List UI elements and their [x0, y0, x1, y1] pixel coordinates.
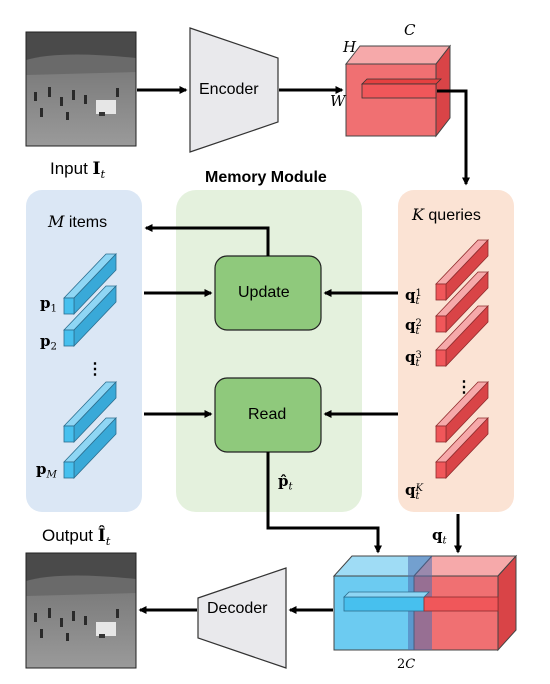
query-bar-extra	[435, 381, 489, 443]
memory-item-label-p1: p1	[40, 294, 57, 315]
query-feature-cube	[344, 44, 452, 138]
read-output-label: p̂t	[278, 472, 293, 493]
queries-ellipsis: ⋮	[456, 377, 472, 396]
query-bar-1	[435, 239, 489, 301]
dim-c-label: C	[404, 21, 416, 39]
input-label: Input It	[50, 159, 106, 182]
output-label: Output Ît	[42, 526, 111, 549]
read-label: Read	[248, 406, 287, 423]
arrow-read-to-concat	[266, 452, 382, 554]
memory-item-extra	[63, 381, 117, 443]
memory-item-pM	[63, 417, 117, 479]
dim-w-label: W	[330, 92, 346, 110]
concat-dim-label: 2C	[397, 657, 416, 672]
input-frame-image	[25, 31, 137, 147]
memory-item-label-p2: p2	[40, 332, 57, 353]
memory-items-ellipsis: ⋮	[87, 359, 103, 378]
query-bar-K	[435, 417, 489, 479]
concatenated-feature-cube	[332, 554, 518, 652]
memory-item-p1	[63, 253, 117, 315]
query-bar-2	[435, 271, 489, 333]
memory-module-title: Memory Module	[205, 169, 327, 186]
memory-item-p2	[63, 285, 117, 347]
output-frame-image	[25, 552, 137, 669]
update-label: Update	[238, 284, 290, 301]
decoder-label: Decoder	[207, 600, 268, 617]
decoder-block	[197, 567, 287, 669]
arrow-features-to-queries	[437, 89, 470, 186]
encoder-label: Encoder	[199, 81, 259, 98]
memory-item-label-pM: pM	[36, 460, 57, 481]
dim-h-label: H	[343, 38, 357, 56]
memory-items-title: M items	[48, 212, 108, 231]
query-output-label: qt	[432, 526, 447, 547]
arrow-update-to-items	[144, 224, 270, 256]
query-bar-3	[435, 305, 489, 367]
queries-title: K queries	[412, 205, 481, 224]
encoder-block	[189, 27, 279, 153]
